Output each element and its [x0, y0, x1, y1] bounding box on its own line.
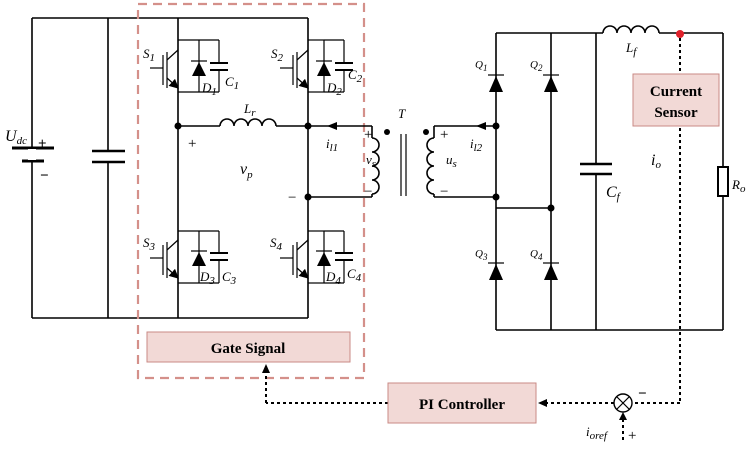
ro-label: Ro [731, 177, 746, 195]
vs-plus: + [364, 127, 372, 143]
d3-label: D3 [199, 269, 215, 287]
switch-s1: S1 [143, 46, 179, 89]
vs-label: vs [366, 152, 376, 170]
rectifier-bridge: Q1 Q2 Q3 Q4 [475, 32, 723, 331]
udc-label: Udc [5, 128, 27, 147]
q4-label: Q4 [530, 248, 543, 262]
s3-label: S3 [143, 235, 156, 253]
vp-plus: + [188, 136, 196, 152]
dc-source: Udc + − [5, 17, 308, 319]
gate-signal-label: Gate Signal [211, 341, 286, 357]
load-resistor-ro: Ro [717, 33, 746, 330]
d4-label: D4 [325, 269, 341, 287]
il1-label: il1 [326, 136, 338, 154]
us-plus: + [440, 127, 448, 143]
inverter-dashed-border [136, 2, 366, 380]
vp-minus: − [288, 190, 296, 206]
c3-label: C3 [222, 269, 237, 287]
q3-label: Q3 [475, 248, 488, 262]
filter-capacitor-cf: Cf [580, 33, 622, 330]
d2-label: D2 [326, 80, 342, 98]
switch-s4: S4 [270, 235, 309, 279]
c2-label: C2 [348, 67, 363, 85]
gate-signal-block: Gate Signal [146, 331, 351, 363]
us-label: us [446, 152, 457, 170]
switch-s3: S3 [143, 235, 179, 279]
q1-label: Q1 [475, 59, 487, 73]
d1-label: D1 [201, 80, 217, 98]
current-sensor-block: Current Sensor [632, 73, 720, 127]
filter-inductor-lf: Lf [602, 25, 723, 58]
pi-controller-label: PI Controller [419, 397, 505, 413]
lf-label: Lf [625, 40, 638, 58]
s2-label: S2 [271, 46, 284, 64]
sum-plus: + [628, 428, 636, 444]
current-sensor-label-1: Current [650, 84, 702, 100]
il2-label: il2 [470, 136, 483, 154]
sum-minus: − [638, 386, 647, 402]
diode-d1: D1 C1 [178, 39, 239, 98]
pi-controller-block: PI Controller [387, 382, 537, 424]
cf-label: Cf [606, 184, 622, 203]
us-minus: − [440, 184, 448, 200]
current-sensor-label-2: Sensor [654, 105, 698, 121]
vp-label: vp [240, 161, 253, 181]
diode-d3: D3 C3 [178, 230, 237, 287]
s4-label: S4 [270, 235, 283, 253]
transformer-t: T vs + − us + − [364, 106, 457, 200]
diode-d4: D4 C4 [308, 230, 362, 287]
vs-minus: − [364, 184, 372, 200]
udc-minus: − [40, 168, 49, 184]
lr-label: Lr [243, 101, 256, 119]
diode-d2: D2 C2 [308, 39, 363, 98]
ioref-label: ioref [586, 424, 609, 442]
input-capacitor [92, 18, 125, 318]
q2-label: Q2 [530, 59, 543, 73]
io-label: io [651, 152, 661, 171]
switch-s2: S2 [271, 46, 309, 89]
t-label: T [398, 106, 406, 121]
c4-label: C4 [347, 266, 362, 284]
udc-plus: + [38, 136, 47, 152]
s1-label: S1 [143, 46, 155, 64]
c1-label: C1 [225, 74, 239, 92]
primary-return: − vp [240, 161, 372, 206]
inductor-lr: Lr il1 + [174, 101, 372, 154]
